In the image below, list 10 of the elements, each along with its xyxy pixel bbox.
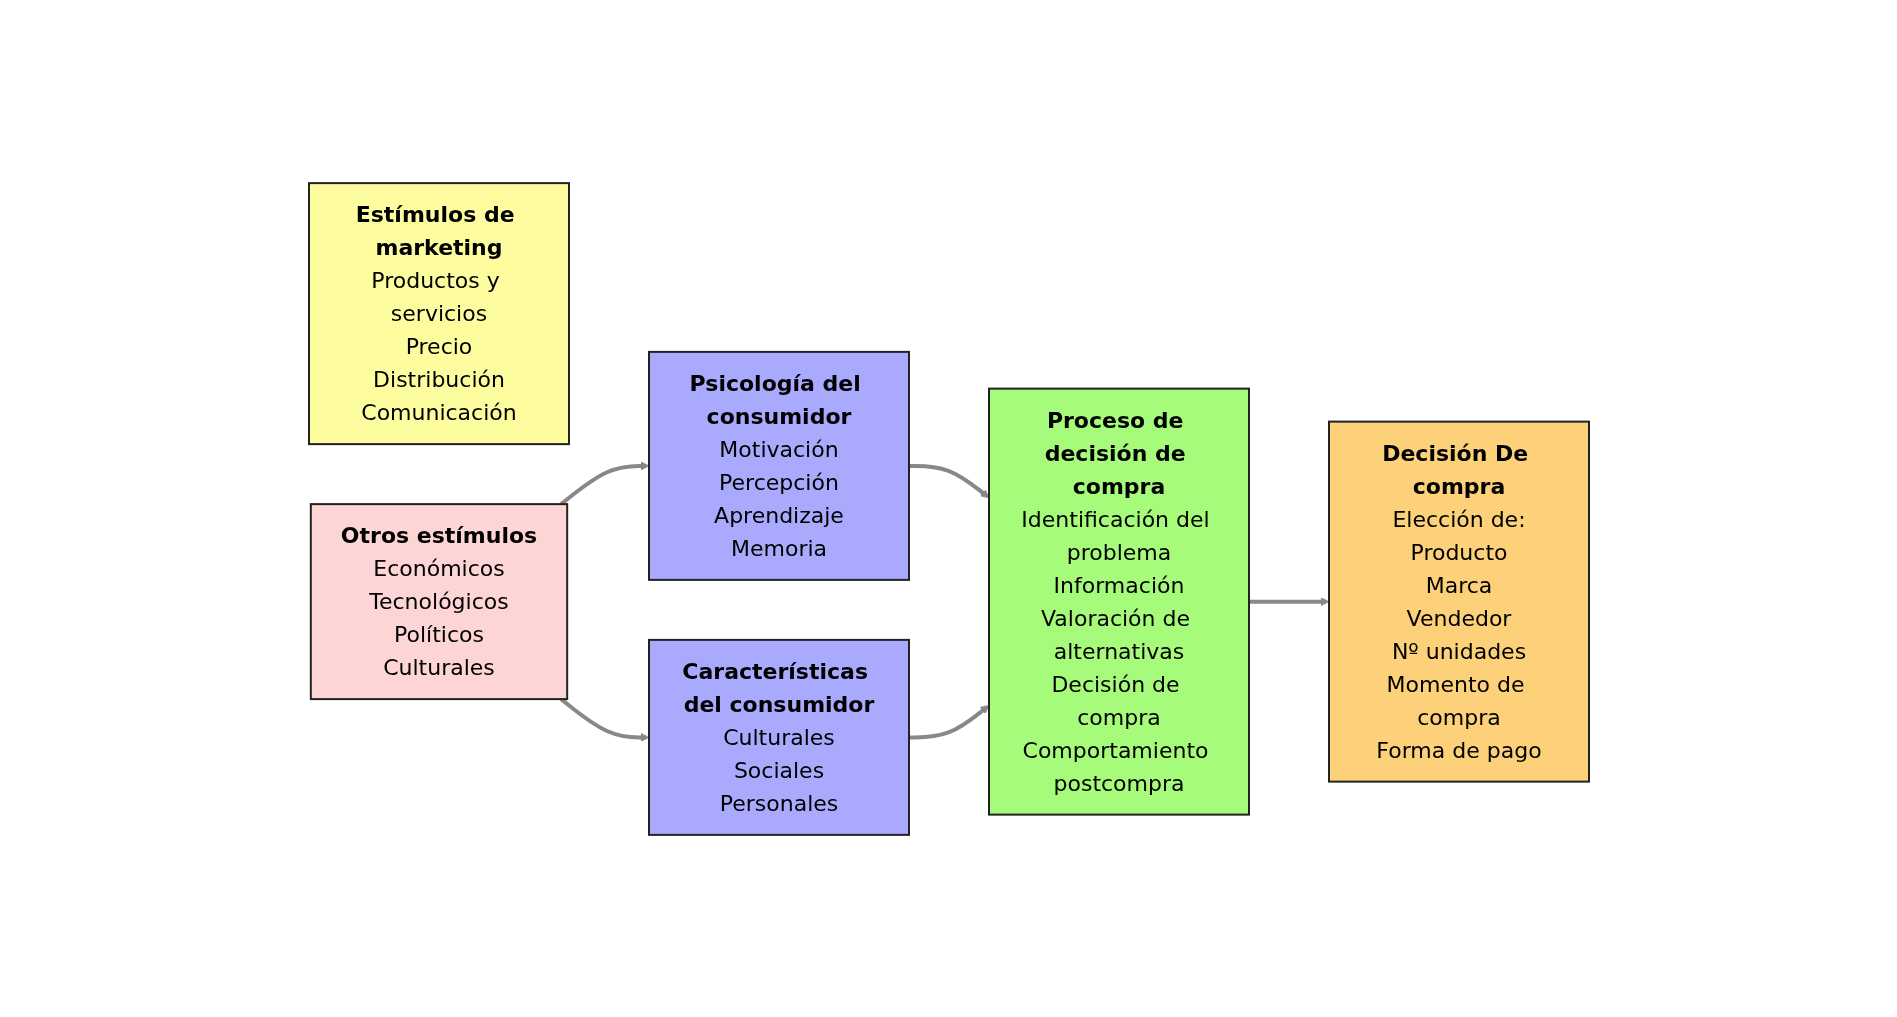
arrow	[1248, 596, 1329, 606]
arrow	[559, 697, 649, 742]
node-box: Otros estímulos Económicos Tecnológicos Políticos Culturales	[309, 502, 568, 700]
node-box: Estímulos de marketing Productos y servicios Precio Distribución Comunicación	[307, 181, 570, 445]
node-box: Psicología del consumidor Motivación Percepción Aprendizaje Memoria	[647, 350, 910, 581]
node-box: Decisión De compra Elección de: Producto Marca Vendedor Nº unidades Momento de compra Forma de pago	[1327, 420, 1590, 783]
arrow	[908, 704, 989, 739]
node-box: Características del consumidor Culturales Sociales Personales	[647, 638, 910, 836]
node-box: Proceso de decisión de compra Identificación del problema Información Valoración de alternativas Decisión de compra Comportamiento postcompra	[987, 387, 1250, 816]
arrow	[908, 463, 989, 498]
